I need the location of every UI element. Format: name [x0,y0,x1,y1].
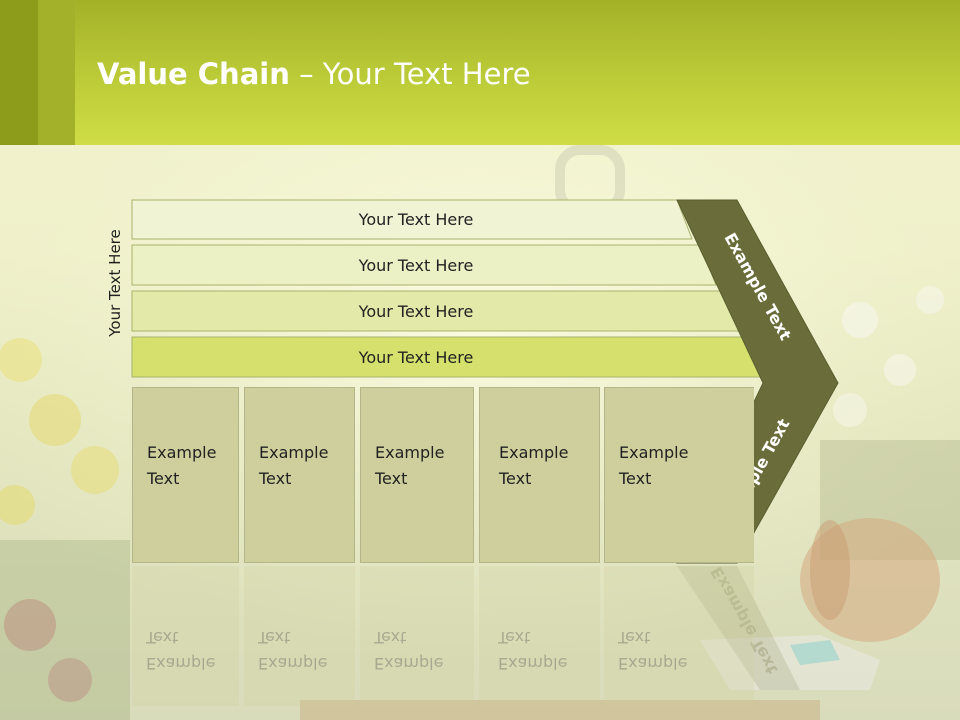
support-row: Your Text Here [132,245,712,285]
title-bar-accent [0,0,38,145]
activity-box-reflection: Example Text [604,566,754,706]
activity-line-2: Text [375,469,408,488]
activity-line-1: Example [499,443,569,462]
support-row-label: Your Text Here [358,255,474,275]
slide-title: Value Chain – Your Text Here [97,56,531,96]
activity-line-2: Text [374,628,407,647]
activity-line-2: Text [147,469,180,488]
activity-box-reflection: Example Text [479,566,600,706]
support-row: Your Text Here [132,200,692,239]
activity-line-2: Text [259,469,292,488]
activity-line-2: Text [618,628,651,647]
margin-chevron-reflection [677,566,800,690]
activity-line-2: Text [498,628,531,647]
support-row-2-shape [131,244,717,286]
activity-line-1: Example [498,654,568,673]
activity-line-1: Example [258,654,328,673]
slide-title-rest: – Your Text Here [289,57,531,91]
support-row-label: Your Text Here [358,301,474,321]
title-bar-accent [38,0,75,145]
activity-line-2: Text [619,469,652,488]
support-row-label: Your Text Here [358,347,474,367]
support-row-label: Your Text Here [358,210,474,229]
activity-line-1: Example [147,443,217,462]
activity-line-1: Example [259,443,329,462]
title-bar [0,0,960,145]
activity-box-reflection: Example Text [244,566,355,706]
slide-title-bold: Value Chain [97,57,290,91]
activity-line-1: Example [374,654,444,673]
support-row: Your Text Here [132,337,752,377]
activity-line-2: Text [499,469,532,488]
support-row-1-shape [131,199,693,240]
activity-line-1: Example [375,443,445,462]
margin-chevron-shape [676,199,839,564]
activity-line-2: Text [146,628,179,647]
activity-box-reflection: Example Text [132,566,239,706]
activity-line-1: Example [618,654,688,673]
activity-line-1: Example [146,654,216,673]
activity-box-reflection: Example Text [360,566,474,706]
support-row: Your Text Here [132,291,732,331]
activity-line-1: Example [619,443,689,462]
activity-line-2: Text [258,628,291,647]
